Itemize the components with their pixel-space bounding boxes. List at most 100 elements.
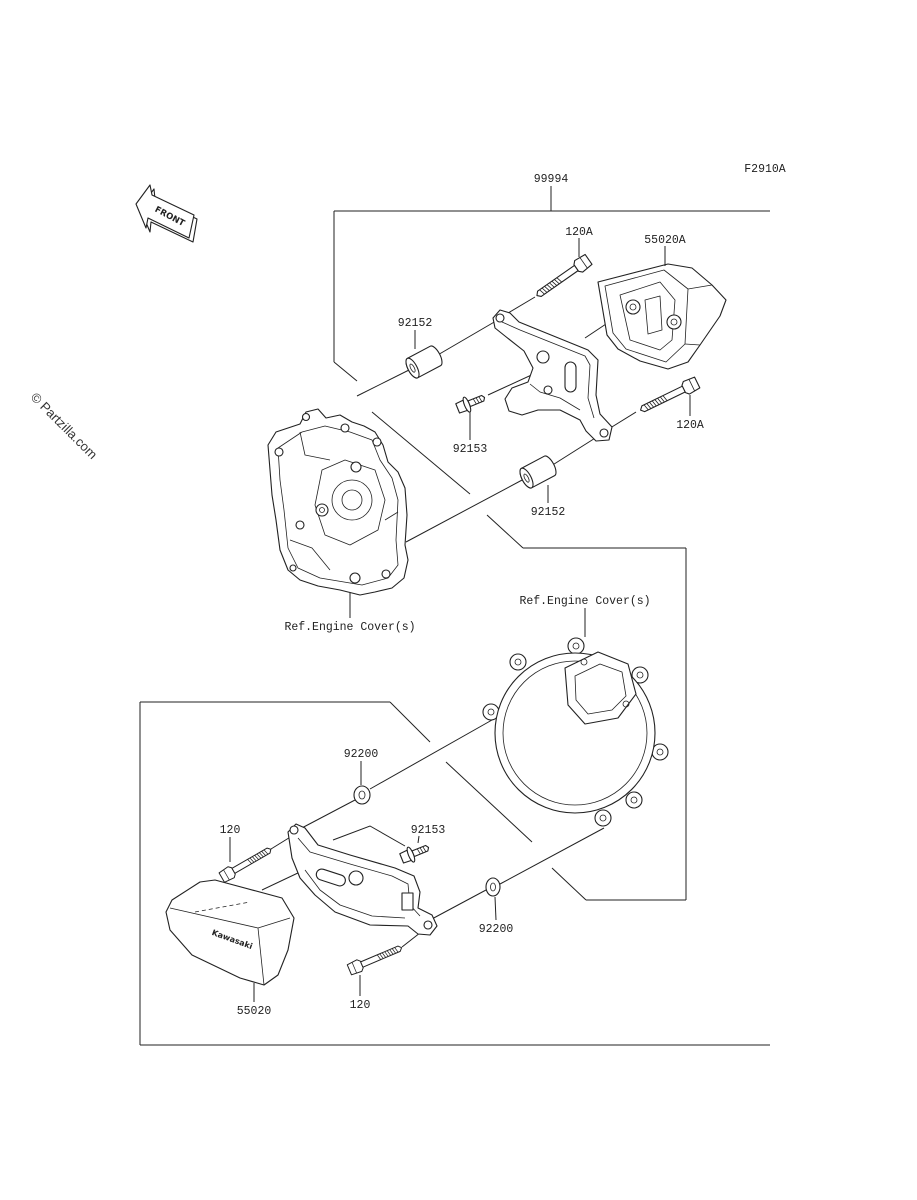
washer-92200-upper — [353, 785, 371, 805]
engine-cover-right-tab — [625, 791, 643, 809]
bolt-92153-lower — [398, 839, 433, 867]
leader-washer-92200-lower — [494, 896, 497, 921]
label-kit-99994: 99994 — [534, 173, 569, 186]
engine-cover-right-tab-hole — [599, 814, 607, 822]
slider-cap-55020-hidden-edge — [194, 901, 251, 913]
line-bracket-to-flange-bolt — [332, 825, 406, 847]
engine-cover-right-tab-hole — [630, 796, 638, 804]
bracket-lower-edge — [304, 869, 406, 919]
bracket-upper — [492, 309, 613, 442]
bracket-lower-window — [401, 892, 414, 911]
washer-92200-upper-outer — [353, 785, 371, 805]
engine-cover-right-boss-hole — [580, 658, 588, 666]
line-cap-to-bracket — [261, 871, 301, 891]
group-outline-lines — [139, 186, 770, 1046]
engine-cover-left-hole — [315, 503, 329, 517]
upper-box-diagonal-a — [371, 411, 471, 495]
slider-cap-55020a-outline — [597, 263, 727, 370]
engine-cover-left-hole — [289, 564, 297, 572]
bolt-120a-right — [636, 375, 701, 417]
engine-cover-right-tab-hole — [656, 748, 664, 756]
bracket-upper-hole — [495, 313, 505, 323]
label-collar-92152-lower: 92152 — [531, 506, 566, 519]
engine-cover-left-hole — [319, 507, 325, 513]
label-bolt-92153-upper: 92153 — [453, 443, 488, 456]
front-arrow-face — [135, 184, 195, 239]
bracket-lower-hole — [348, 870, 364, 886]
engine-cover-right-boss — [564, 651, 637, 725]
engine-cover-left-hole — [340, 423, 350, 433]
slider-cap-55020-edge — [169, 907, 291, 986]
engine-cover-right-tab-hole — [636, 671, 644, 679]
slider-cap-55020a-hole — [629, 303, 637, 311]
bracket-upper-hole — [543, 385, 553, 395]
upper-box-bottom-diagonal — [551, 867, 587, 901]
engine-cover-right-tab — [509, 653, 527, 671]
callout-labels: 99994 120A 55020A 92152 92153 120A 92152… — [220, 173, 704, 1018]
bracket-lower-hole — [423, 920, 433, 930]
slider-cap-55020a-rib — [644, 295, 663, 335]
washer-92200-upper-inner — [358, 790, 366, 800]
bracket-upper-hole — [599, 428, 609, 438]
line-collar-upper-to-bracket — [435, 320, 497, 357]
engine-cover-right — [482, 637, 669, 827]
slider-cap-55020: Kawasaki — [165, 879, 295, 986]
slider-cap-55020-outline — [165, 879, 295, 986]
washer-92200-lower-outer — [485, 877, 501, 897]
bolt-120-bottom — [346, 941, 405, 977]
engine-cover-left-hole — [381, 569, 391, 579]
label-ref-engine-cover-right: Ref.Engine Cover(s) — [519, 595, 650, 608]
engine-cover-left-hole — [274, 447, 284, 457]
engine-cover-right-tab — [631, 666, 649, 684]
lower-cover-diagonal — [445, 761, 533, 843]
leader-bolt-92153-lower — [417, 835, 420, 844]
assembly-lines — [261, 296, 637, 948]
engine-cover-right-tab-hole — [487, 708, 495, 716]
engine-cover-left — [267, 408, 409, 596]
bolt-120-left — [218, 843, 275, 884]
bracket-upper-edge — [529, 383, 581, 411]
line-collar-lower-to-bracket — [550, 434, 601, 467]
slider-cap-55020a-face — [604, 269, 689, 363]
label-collar-92152-upper: 92152 — [398, 317, 433, 330]
bracket-lower-hole — [289, 825, 299, 835]
line-cover-to-collar-upper — [356, 368, 412, 397]
lower-box-top-diagonal — [389, 701, 431, 743]
engine-cover-left-hole — [350, 461, 362, 473]
callout-leaders — [229, 238, 691, 1002]
slider-cap-55020a-edge — [684, 284, 713, 346]
slider-cap-55020a — [597, 263, 727, 370]
collar-92152-lower — [516, 453, 560, 491]
engine-cover-right-tab-hole — [514, 658, 522, 666]
engine-cover-left-outline — [267, 408, 409, 596]
washer-92200-lower-inner — [490, 882, 496, 892]
engine-cover-right-boss-inner — [574, 663, 627, 715]
bracket-upper-outline — [492, 309, 613, 442]
line-cover-to-collar-lower — [405, 478, 525, 543]
label-slider-cap-55020a: 55020A — [644, 234, 686, 247]
bracket-upper-edge — [501, 321, 595, 419]
slider-cap-55020a-recess — [619, 281, 676, 351]
engine-cover-right-tab-hole — [572, 642, 580, 650]
engine-cover-left-ring-outer — [331, 479, 373, 521]
label-bolt-120a-top: 120A — [565, 226, 593, 239]
bracket-lower — [287, 823, 438, 936]
diagram-code: F2910A — [744, 163, 786, 176]
bolt-92153-upper — [454, 389, 489, 417]
slider-cap-55020a-hole — [625, 299, 641, 315]
washer-92200-lower — [485, 877, 501, 897]
line-bracket-to-washer-lower — [429, 889, 487, 921]
bracket-upper-slot — [564, 361, 577, 393]
slider-cap-55020a-hole — [670, 318, 678, 326]
collar-92152-upper — [402, 343, 446, 381]
engine-cover-left-ring-inner — [341, 489, 363, 511]
slider-cap-55020a-hole — [666, 314, 682, 330]
engine-cover-left-hole — [301, 412, 311, 422]
label-bolt-120-bottom: 120 — [350, 999, 371, 1012]
engine-cover-left-rib — [289, 431, 399, 571]
engine-cover-right-tab — [567, 637, 585, 655]
bolt-120a-top — [532, 253, 594, 302]
label-slider-cap-55020: 55020 — [237, 1005, 272, 1018]
label-washer-92200-lower: 92200 — [479, 923, 514, 936]
